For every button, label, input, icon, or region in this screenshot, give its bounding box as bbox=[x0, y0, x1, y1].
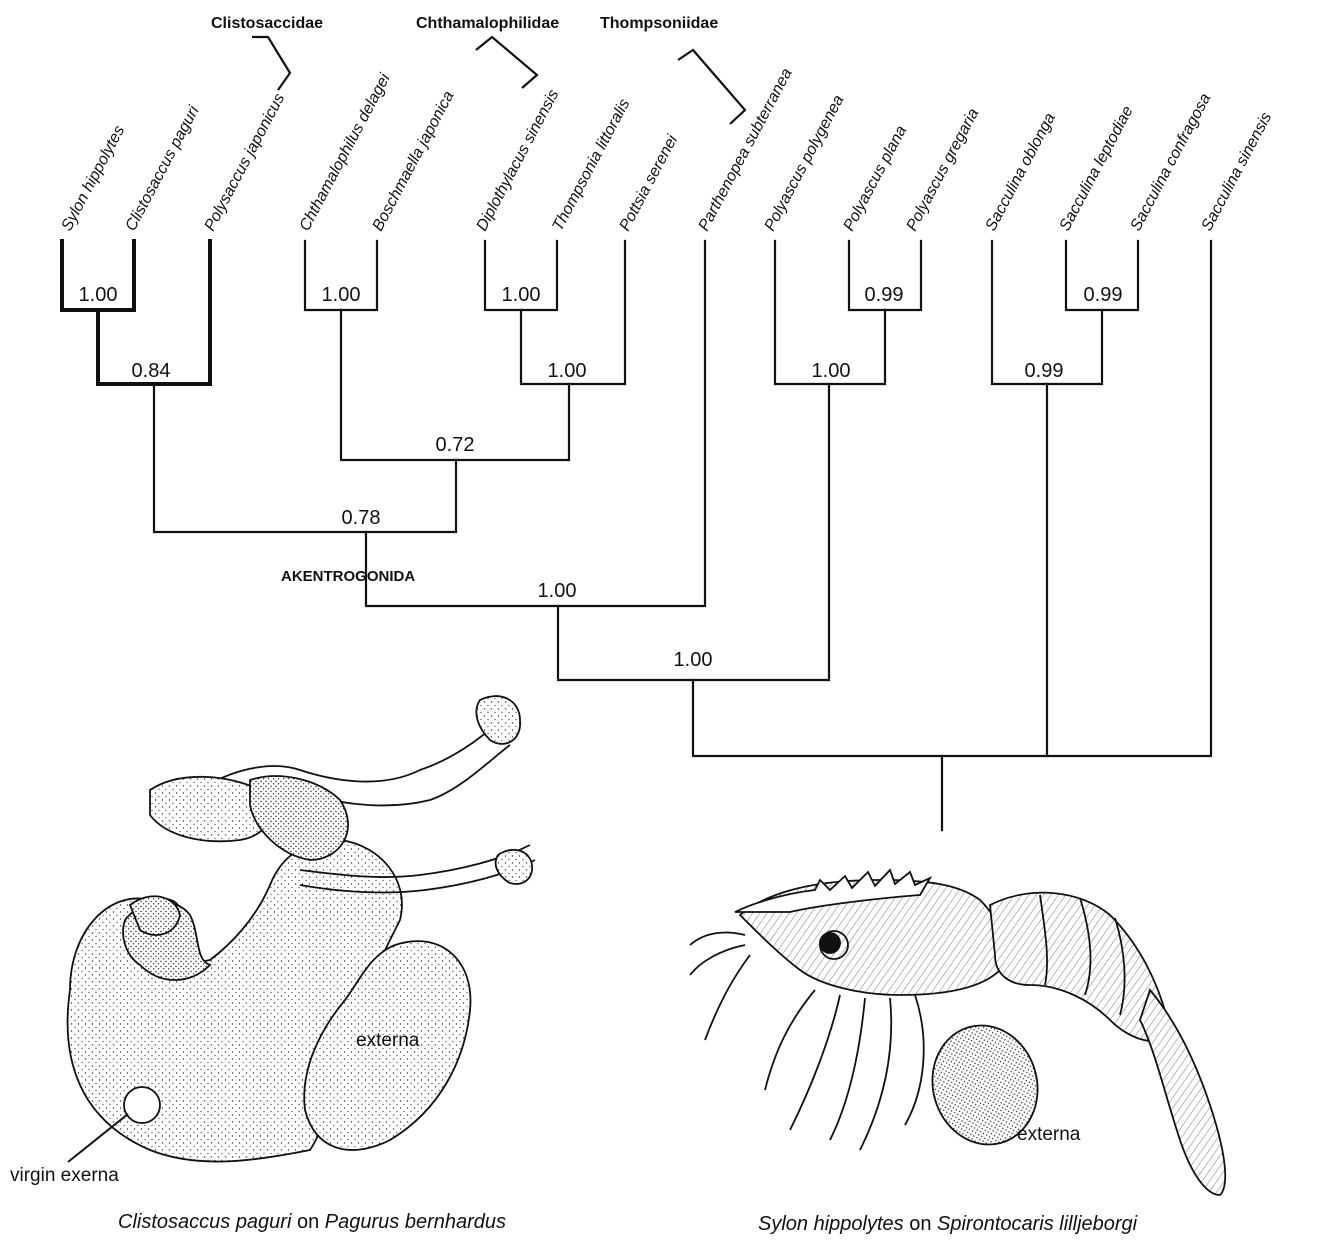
taxon-label: Sacculina oblonga bbox=[983, 110, 1059, 234]
support-value: 1.00 bbox=[538, 580, 577, 602]
caption-left-on: on bbox=[291, 1211, 324, 1233]
support-value: 0.72 bbox=[436, 434, 475, 456]
support-values: 1.00 0.84 1.00 1.00 1.00 0.72 0.78 1.00 … bbox=[79, 284, 1123, 671]
taxon-label: Sacculina leptodiae bbox=[1057, 103, 1137, 234]
support-value: 1.00 bbox=[79, 284, 118, 306]
family-label-thompsoniidae: Thompsoniidae bbox=[600, 15, 718, 32]
taxon-label: Sacculina confragosa bbox=[1128, 91, 1215, 234]
taxon-label: Thompsonia littoralis bbox=[550, 96, 634, 234]
chthamalophilidae-bracket bbox=[476, 37, 537, 88]
taxon-label: Sacculina sinensis bbox=[1199, 110, 1276, 234]
support-value: 0.99 bbox=[1084, 284, 1123, 306]
virgin-externa-leader bbox=[68, 1114, 128, 1162]
family-brackets bbox=[252, 37, 745, 124]
taxon-label: Clistosaccus paguri bbox=[123, 103, 203, 234]
caption-right-host: Spirontocaris lilljeborgi bbox=[937, 1213, 1138, 1235]
taxon-label: Polyascus gregaria bbox=[904, 106, 983, 234]
host-claw bbox=[476, 696, 520, 744]
tree-branches bbox=[62, 241, 1211, 830]
family-label-chthamalophilidae: Chthamalophilidae bbox=[416, 15, 559, 32]
caption-left-host: Pagurus bernhardus bbox=[325, 1211, 506, 1233]
caption-right-species: Sylon hippolytes bbox=[758, 1213, 904, 1235]
host-leg bbox=[830, 998, 865, 1140]
taxon-label: Diplothylacus sinensis bbox=[474, 87, 563, 234]
branch bbox=[154, 384, 456, 532]
label-externa-right: externa bbox=[1017, 1124, 1081, 1145]
family-label-clistosaccidae: Clistosaccidae bbox=[211, 15, 323, 32]
host-claw bbox=[496, 850, 533, 884]
support-value: 1.00 bbox=[502, 284, 541, 306]
branch bbox=[693, 241, 1211, 756]
virgin-externa bbox=[124, 1087, 160, 1123]
illustration-sylon-on-spirontocaris bbox=[690, 870, 1225, 1195]
taxon-label: Polyascus plana bbox=[841, 123, 911, 234]
host-tail bbox=[1140, 990, 1225, 1195]
taxon-label: Boschmaella japonica bbox=[370, 88, 458, 234]
host-leg bbox=[250, 776, 348, 860]
caption-left-species: Clistosaccus paguri bbox=[118, 1211, 292, 1233]
support-value: 1.00 bbox=[674, 649, 713, 671]
branch bbox=[558, 384, 829, 680]
support-value: 1.00 bbox=[812, 360, 851, 382]
host-leg bbox=[860, 998, 891, 1150]
host-antenna bbox=[690, 945, 745, 975]
host-leg bbox=[765, 990, 815, 1090]
host-antenna bbox=[690, 932, 745, 945]
label-externa-left: externa bbox=[356, 1030, 420, 1051]
support-value: 0.99 bbox=[865, 284, 904, 306]
support-value: 0.78 bbox=[342, 507, 381, 529]
taxon-label: Polysaccus japonicus bbox=[202, 91, 289, 234]
caption-left: Clistosaccus paguri on Pagurus bernhardu… bbox=[118, 1211, 506, 1233]
support-value: 1.00 bbox=[548, 360, 587, 382]
thompsoniidae-bracket bbox=[678, 50, 745, 124]
support-value: 1.00 bbox=[322, 284, 361, 306]
illustration-clistosaccus-on-pagurus bbox=[68, 696, 535, 1162]
support-value: 0.99 bbox=[1025, 360, 1064, 382]
taxon-labels: Sylon hippolytes Clistosaccus paguri Pol… bbox=[59, 66, 1276, 234]
support-value: 0.84 bbox=[132, 360, 171, 382]
host-leg bbox=[200, 720, 500, 790]
taxon-label: Pottsia serenei bbox=[617, 132, 682, 234]
clistosaccidae-bracket bbox=[252, 37, 290, 90]
clade-label-akentrogonida: AKENTROGONIDA bbox=[281, 568, 415, 585]
host-leg bbox=[905, 995, 924, 1125]
caption-right: Sylon hippolytes on Spirontocaris lillje… bbox=[758, 1213, 1138, 1235]
label-virgin-externa: virgin exerna bbox=[10, 1165, 119, 1186]
host-leg bbox=[790, 995, 840, 1130]
taxon-label: Sylon hippolytes bbox=[59, 123, 129, 234]
caption-right-on: on bbox=[904, 1213, 937, 1235]
host-antenna bbox=[705, 955, 750, 1040]
